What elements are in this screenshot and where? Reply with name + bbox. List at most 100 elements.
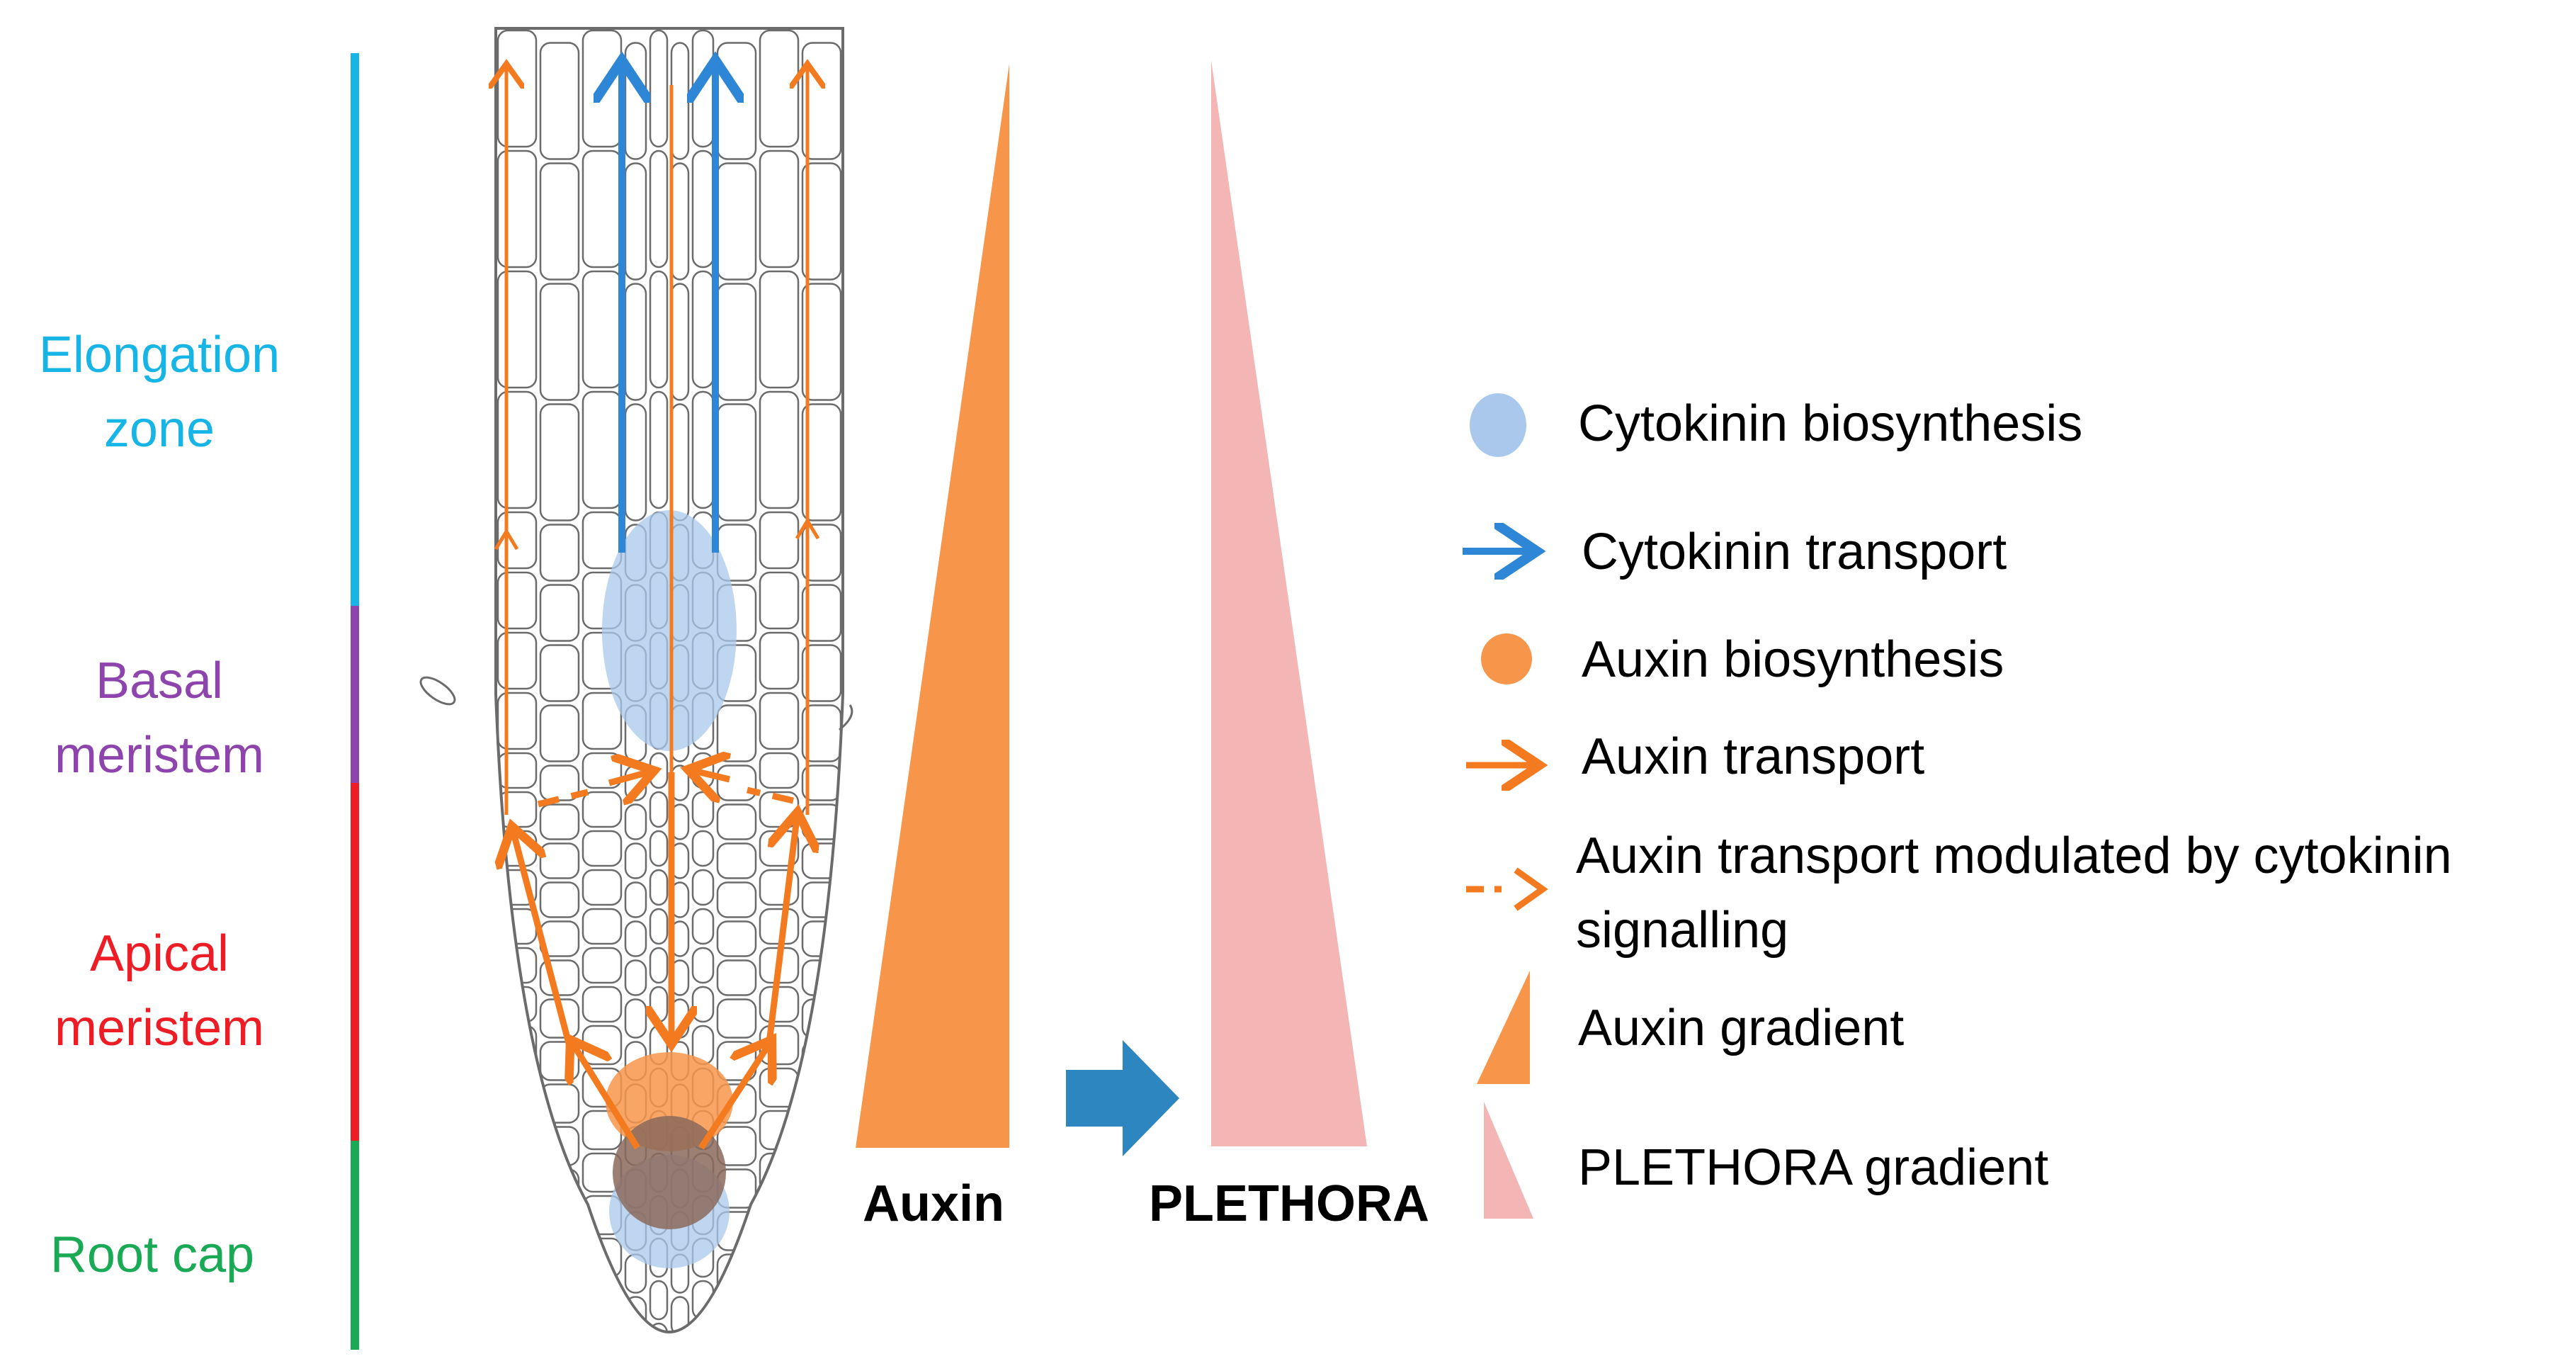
auxin-gradient-triangle: [856, 64, 1009, 1148]
legend-auxin-biosynthesis-swatch: [1481, 633, 1532, 684]
root-cell: [581, 947, 623, 984]
root-cell: [716, 998, 757, 1039]
root-cell: [671, 1340, 688, 1345]
root-cell: [691, 869, 715, 906]
legend-auxin-modulated-label-line2: signalling: [1576, 902, 1788, 959]
legend-auxin-biosynthesis-label: Auxin biosynthesis: [1582, 631, 2004, 688]
root-cell: [801, 1296, 842, 1332]
legend-cytokinin-biosynthesis-label: Cytokinin biosynthesis: [1578, 395, 2082, 452]
root-cell: [691, 791, 715, 828]
root-cell: [497, 986, 538, 1023]
root-cell: [691, 270, 715, 389]
root-cell: [691, 390, 715, 509]
root-cell: [759, 869, 800, 906]
root-cell: [716, 803, 757, 840]
root-cell: [539, 1126, 580, 1166]
root-cell: [670, 42, 690, 160]
root-cell: [539, 1296, 580, 1332]
root-cell: [801, 1168, 842, 1209]
auxin-cytokinin-overlap-region: [613, 1116, 726, 1229]
legend-cytokinin-transport-label: Cytokinin transport: [1582, 524, 2007, 580]
plethora-gradient-block: PLETHORA: [1149, 60, 1429, 1232]
root-cell: [624, 959, 647, 996]
root-cell: [649, 830, 669, 867]
root-cell: [716, 920, 757, 957]
root-cell: [649, 947, 669, 984]
root-cell: [716, 403, 757, 521]
root-cell: [540, 1340, 579, 1345]
root-cell: [624, 403, 647, 521]
plethora-gradient-triangle: [1211, 60, 1367, 1146]
root-cell: [539, 283, 580, 401]
root-cell: [581, 869, 623, 906]
root-cell: [624, 998, 647, 1039]
zone-apical-label-line1: Apical: [90, 925, 229, 982]
root-cell: [801, 1126, 842, 1166]
zone-rootcap-label: Root cap: [50, 1226, 254, 1283]
zone-elongation-bar: [351, 53, 359, 606]
root-cell: [649, 986, 669, 1023]
root-cell: [539, 704, 580, 762]
root-cell: [691, 1322, 715, 1332]
root-cell: [539, 959, 580, 996]
root-cell: [497, 752, 538, 789]
root-cell: [716, 283, 757, 401]
root-cell: [581, 791, 623, 828]
plethora-gradient-label: PLETHORA: [1149, 1175, 1429, 1232]
root-cell: [624, 920, 647, 957]
root-cell: [581, 270, 623, 389]
root-cell: [497, 511, 538, 570]
root-cell: [691, 830, 715, 867]
root-cell: [624, 803, 647, 840]
legend-cytokinin-biosynthesis-swatch: [1470, 393, 1526, 457]
auxin-gradient-block: Auxin: [856, 64, 1009, 1232]
root-cell: [759, 692, 800, 750]
root-cell: [497, 270, 538, 389]
root-cell: [539, 1253, 580, 1294]
root-hair-right: [839, 704, 853, 731]
root-cell: [649, 908, 669, 945]
zone-elongation-label-line1: Elongation: [39, 327, 280, 383]
root-cell: [649, 869, 669, 906]
auxin-outer-left-chevron-1: [494, 528, 519, 551]
root-cell: [539, 524, 580, 582]
root-cell: [581, 29, 623, 148]
root-cell: [497, 1280, 538, 1321]
root-cell: [539, 842, 580, 879]
root-cell: [716, 765, 757, 801]
root-cell: [801, 1211, 842, 1251]
root-cell: [759, 1322, 800, 1332]
root-cell: [801, 283, 842, 401]
root-cell: [539, 1083, 580, 1124]
root-cell: [497, 1110, 538, 1151]
root-cell: [539, 1211, 580, 1251]
root-cell: [497, 149, 538, 269]
root-cell: [539, 403, 580, 521]
root-cell: [624, 842, 647, 879]
root-cell: [497, 692, 538, 750]
root-illustration: [419, 27, 853, 1345]
legend-auxin-transport-label: Auxin transport: [1582, 728, 1924, 785]
cytokinin-biosynthesis-region-upper: [602, 510, 737, 751]
root-cell: [759, 631, 800, 690]
root-cell: [539, 644, 580, 702]
root-cell: [649, 791, 669, 828]
root-cell: [691, 908, 715, 945]
root-cell: [759, 29, 800, 148]
root-outline: [494, 27, 844, 1334]
root-cell: [801, 584, 842, 642]
root-cell: [801, 959, 842, 996]
auxin-transport-tip-left: [574, 1045, 640, 1150]
root-cell: [801, 881, 842, 918]
root-cell: [581, 986, 623, 1023]
legend-auxin-gradient-label: Auxin gradient: [1578, 1000, 1904, 1056]
auxin-gradient-label: Auxin: [863, 1175, 1004, 1232]
root-cell: [670, 403, 690, 521]
zone-basal-label-line2: meristem: [55, 727, 264, 784]
auxin-transport-lower-left: [514, 833, 574, 1050]
auxin-modulated-arrow-left-outer: [537, 789, 589, 808]
auxin-modulated-arrow-left: [608, 772, 648, 783]
root-cell: [624, 283, 647, 401]
zone-basal-label-line1: Basal: [96, 653, 223, 709]
root-cell: [497, 1322, 538, 1332]
